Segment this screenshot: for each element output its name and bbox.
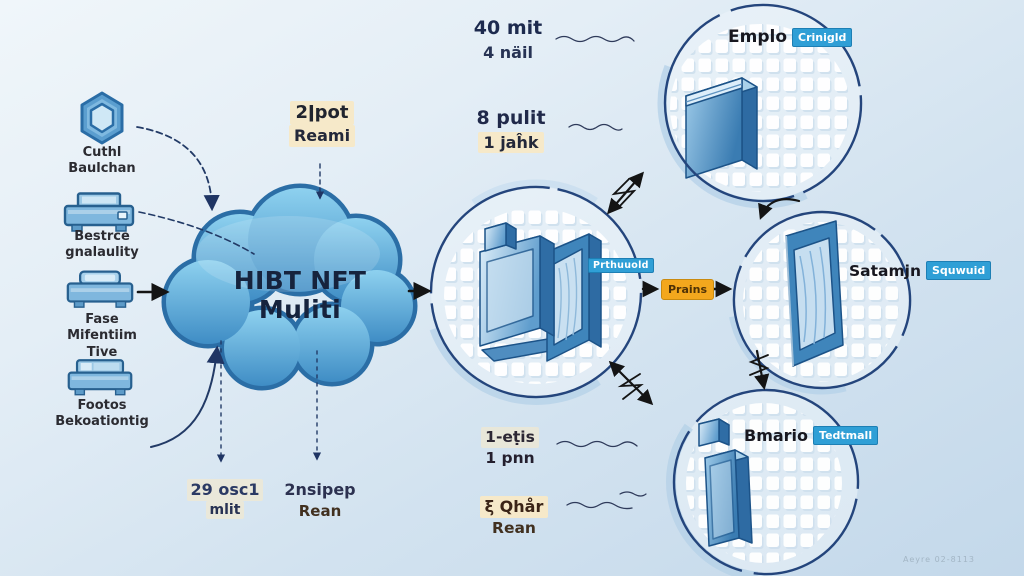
node-title: Bmario: [744, 426, 809, 445]
zigzag-glyph: [611, 178, 637, 209]
arrow-right-bottomright: [754, 349, 770, 391]
scanner-device-icon: [62, 192, 136, 242]
top-right-node-circle: [657, 0, 869, 209]
cloud-shape: [161, 183, 418, 391]
printer-device-icon: [65, 269, 135, 319]
note-osc: 29 osc1 mlit: [176, 479, 274, 520]
note-pot: 2ǀpot Reami: [268, 101, 376, 147]
chip-hub: Prthuuold: [588, 258, 654, 273]
dashed-scanner-to-cloud: [138, 211, 255, 255]
label-footos-item: Footos Bekoationtig: [55, 398, 149, 430]
chip-process: Prains: [661, 279, 715, 300]
squiggle-mit: [555, 35, 635, 43]
server-slabs-icon: [479, 222, 602, 362]
node-header-top-right: Emplo Crinigld: [728, 27, 853, 47]
node-chip: Crinigld: [792, 27, 853, 47]
node-chip: Tedtmall: [813, 426, 879, 445]
tower-slab-icon: [698, 418, 753, 547]
printer-device-icon: [66, 357, 134, 407]
note-pulit: 8 pulit 1 jaĥk: [476, 107, 546, 154]
arrow-footos-to-cloud: [150, 345, 225, 448]
bottom-right-node-circle: [666, 382, 867, 576]
squiggle-pulit: [568, 123, 623, 131]
node-header-right: Satamjn Squwuid: [849, 261, 992, 280]
squiggle-qhar: [566, 501, 633, 510]
double-arrow-hub-bottomright: [608, 360, 654, 406]
right-node-circle: [727, 205, 917, 395]
curved-arrow-topright-right: [758, 198, 801, 220]
book-slab-icon: [685, 77, 758, 179]
node-title: Satamjn: [849, 261, 921, 280]
label-printer-item: Fase Mifentiim Tive: [67, 312, 137, 360]
note-qhar: ξ Qhår Rean: [460, 496, 568, 539]
panel-slab-icon: [785, 220, 844, 367]
label-scanner-item: Bestrce gnalaulity: [65, 229, 139, 261]
squiggle-eris: [556, 440, 638, 448]
squiggle-small: [619, 491, 647, 497]
label-blockchain-item: Cuthl Baulchan: [68, 145, 136, 177]
hub-node-circle: [423, 179, 649, 405]
note-mit: 40 mit 4 näil: [473, 17, 543, 62]
zigzag-glyph: [748, 354, 770, 376]
hexagon-3d-icon: [79, 91, 125, 151]
note-nsipep: 2nsipep Rean: [284, 480, 356, 520]
node-chip: Squwuid: [926, 261, 992, 280]
note-eris: 1-eṭis 1 pnn: [460, 427, 560, 469]
connectors: [136, 35, 801, 510]
zigzag-glyph: [617, 373, 644, 400]
watermark-text: Aeyre 02-8113: [903, 555, 975, 564]
node-title: Emplo: [728, 27, 788, 47]
cloud-title: HIBT NFT Muliti: [233, 266, 367, 324]
node-header-bottom-right: Bmario Tedtmall: [744, 426, 879, 445]
arrow-hex-to-cloud: [136, 126, 220, 212]
